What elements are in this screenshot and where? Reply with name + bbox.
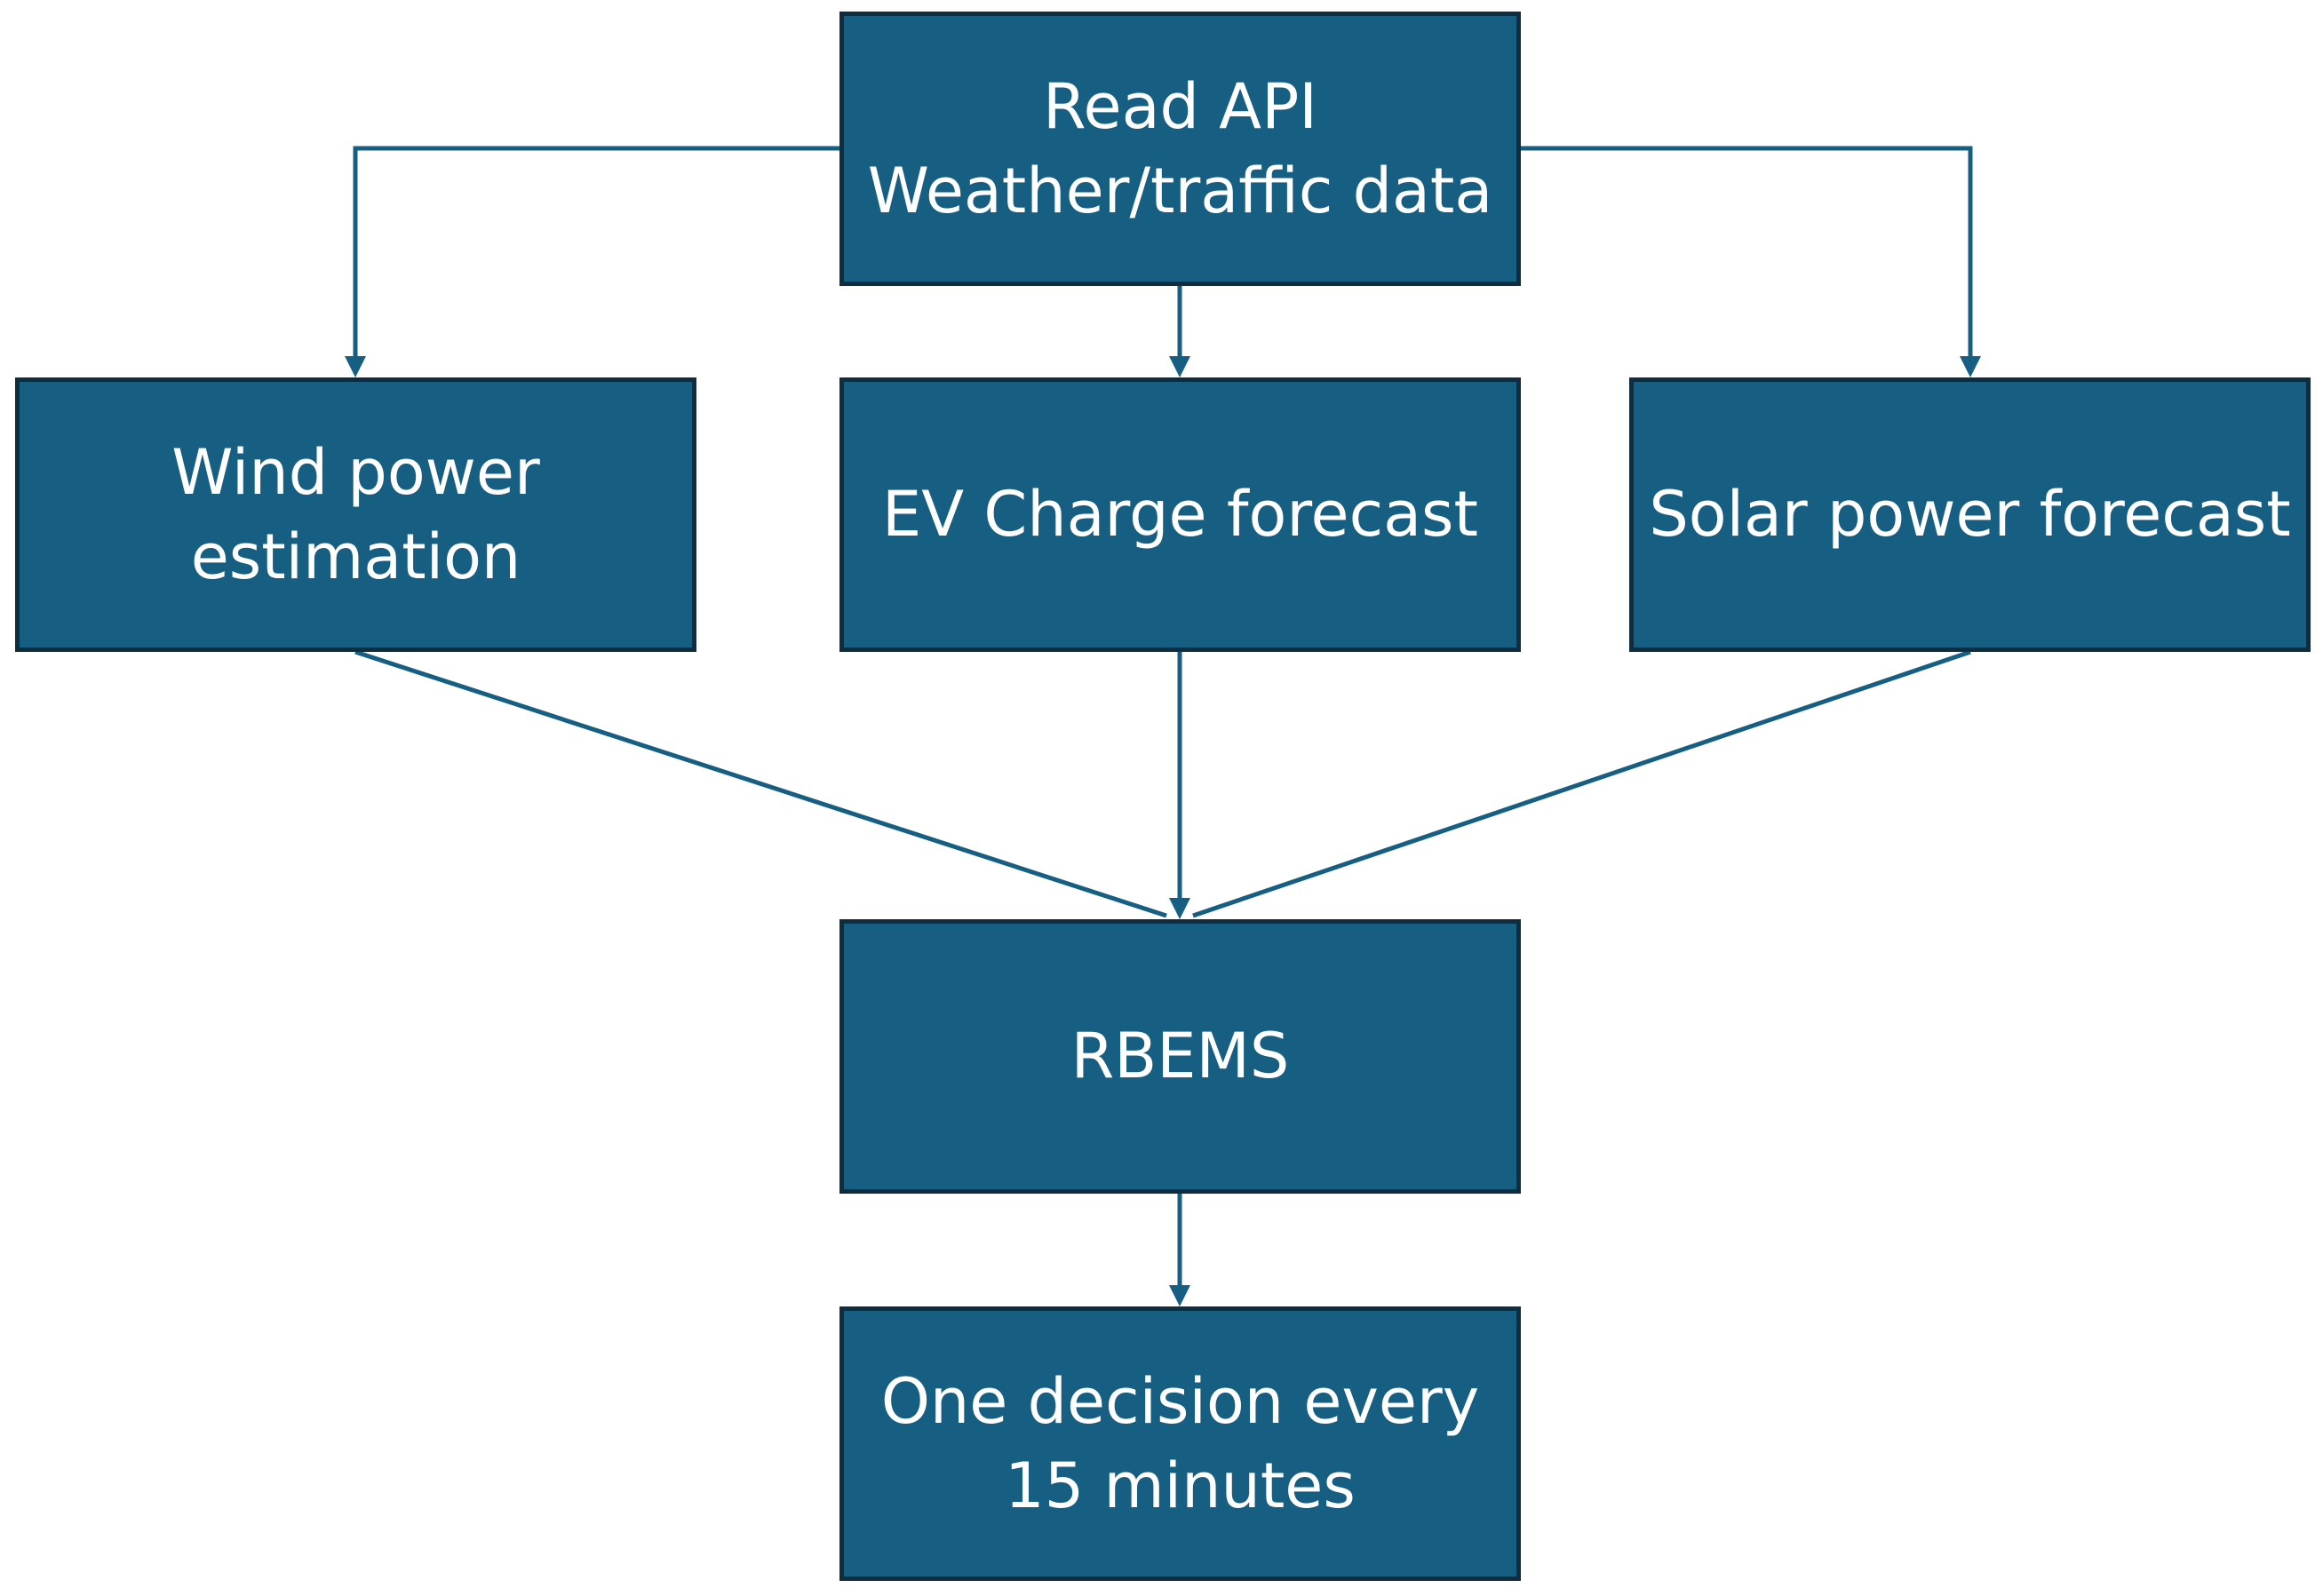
node-wind-power-estimation: Wind power estimation bbox=[15, 377, 696, 652]
node-ev-line1: EV Charge forecast bbox=[882, 478, 1478, 551]
node-solar-line1: Solar power forecast bbox=[1649, 478, 2291, 551]
node-rbems: RBEMS bbox=[839, 919, 1521, 1194]
node-read-api: Read API Weather/traffic data bbox=[839, 12, 1521, 286]
edge-solar-to-rbems bbox=[1192, 649, 1971, 918]
edge-read-api-to-solar bbox=[1521, 146, 1973, 366]
node-wind-line2: estimation bbox=[190, 520, 521, 593]
node-decision-line1: One decision every bbox=[880, 1364, 1480, 1438]
node-wind-line1: Wind power bbox=[171, 435, 540, 509]
node-solar-power-forecast: Solar power forecast bbox=[1629, 377, 2311, 652]
arrowhead-solar bbox=[1960, 356, 1981, 377]
node-decision: One decision every 15 minutes bbox=[839, 1306, 1521, 1581]
arrowhead-decision bbox=[1169, 1285, 1190, 1306]
node-decision-line2: 15 minutes bbox=[1005, 1449, 1356, 1522]
node-read-api-line2: Weather/traffic data bbox=[867, 154, 1493, 227]
arrowhead-ev bbox=[1169, 356, 1190, 377]
arrowhead-wind bbox=[345, 356, 366, 377]
node-rbems-line1: RBEMS bbox=[1070, 1020, 1290, 1092]
arrowhead-rbems bbox=[1169, 898, 1190, 919]
edge-wind-to-rbems bbox=[354, 649, 1167, 918]
edge-read-api-to-wind bbox=[353, 146, 839, 366]
node-ev-charge-forecast: EV Charge forecast bbox=[839, 377, 1521, 652]
node-read-api-line1: Read API bbox=[1043, 69, 1317, 143]
